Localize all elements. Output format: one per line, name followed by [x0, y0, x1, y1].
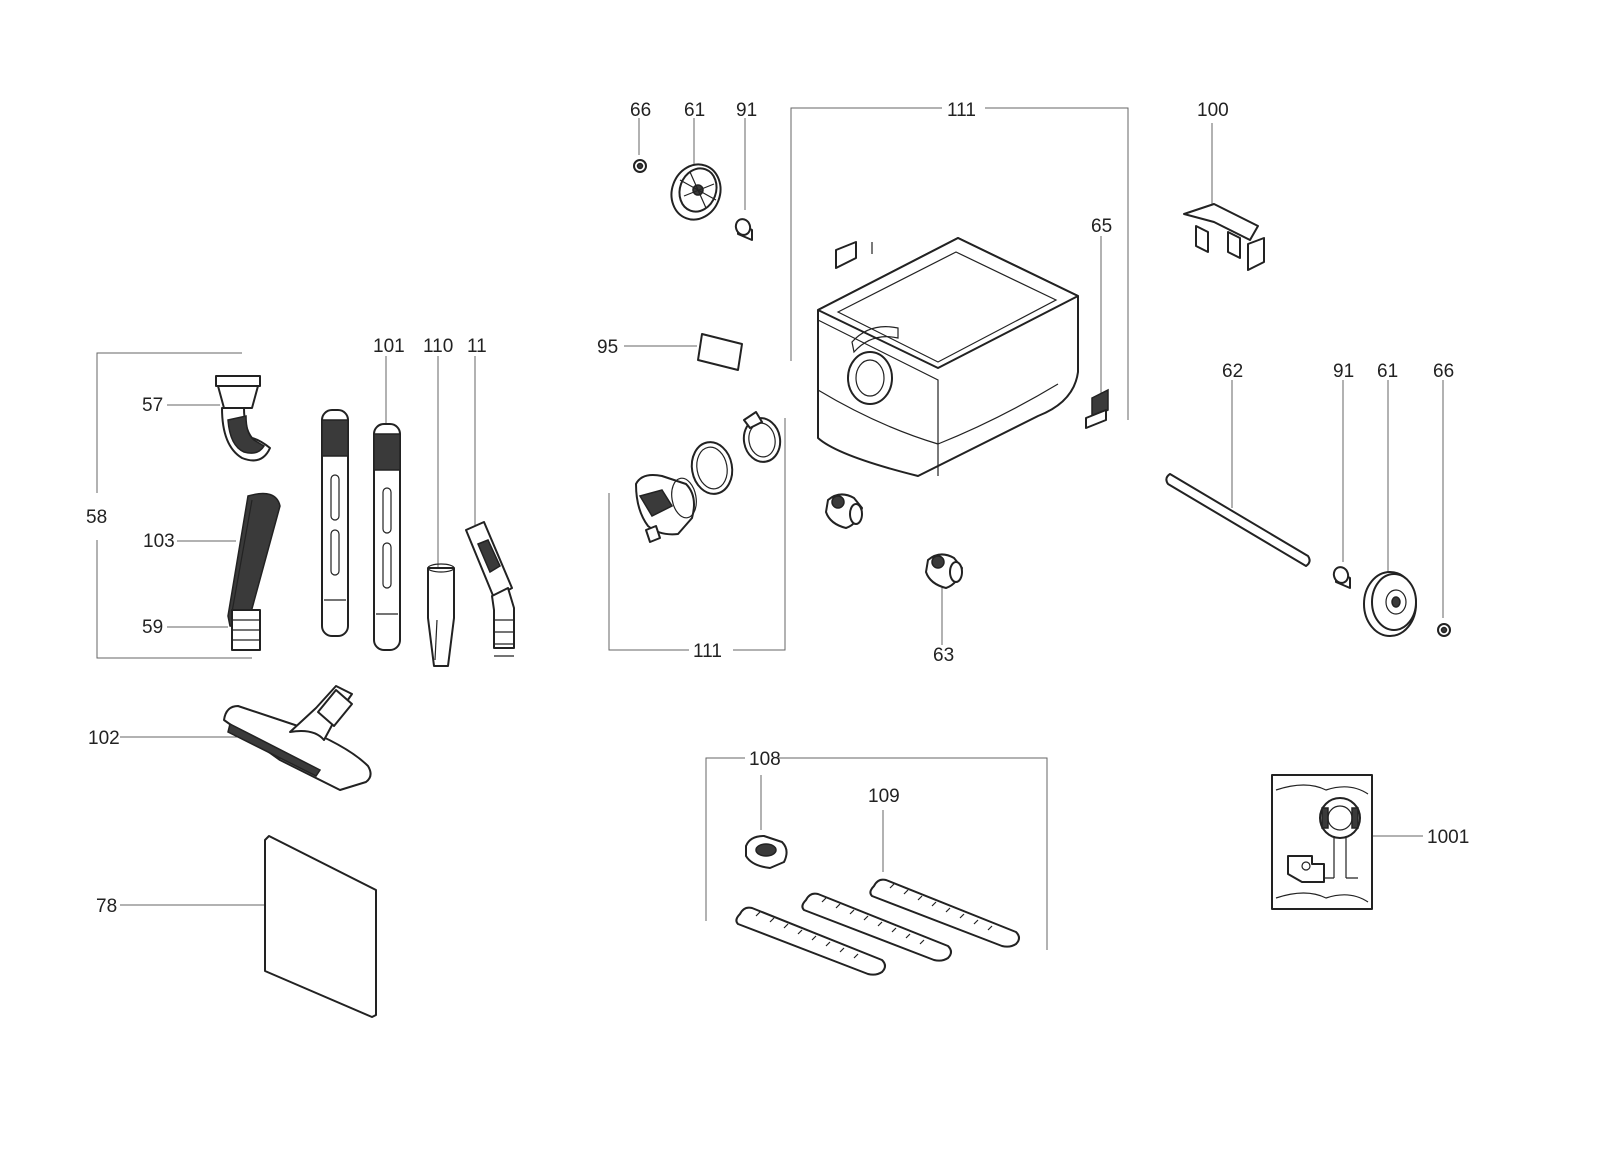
seal-ring-111: [690, 441, 734, 495]
label-101: 101: [373, 336, 405, 357]
wheel-61-right: [1363, 571, 1417, 637]
label-109: 109: [868, 786, 900, 807]
label-59: 59: [142, 617, 163, 638]
label-1001: 1001: [1427, 827, 1469, 848]
label-plate-95: [697, 333, 743, 371]
label-61-right: 61: [1377, 361, 1398, 382]
label-78: 78: [96, 896, 117, 917]
hose-clamp-111: [742, 411, 782, 463]
label-66-right: 66: [1433, 361, 1454, 382]
label-111-lower: 111: [693, 641, 722, 662]
screw-66-right: [1437, 623, 1451, 637]
crevice-nozzle-110: [427, 563, 455, 667]
label-66-top: 66: [630, 100, 651, 121]
inlet-connector-111: [635, 474, 697, 543]
container-111: [817, 237, 1079, 477]
label-100: 100: [1197, 100, 1229, 121]
screw-66-top: [633, 159, 647, 173]
label-110: 110: [423, 336, 453, 357]
label-91-right: 91: [1333, 361, 1354, 382]
handle-tube-11: [465, 521, 515, 657]
label-91-top: 91: [736, 100, 757, 121]
label-62: 62: [1222, 361, 1243, 382]
holder-100: [1183, 203, 1265, 271]
suction-hose-103: [227, 492, 281, 651]
strap-109b: [801, 892, 952, 962]
label-108: 108: [749, 749, 781, 770]
latch-65: [1085, 388, 1109, 429]
floor-nozzle-102: [223, 685, 372, 791]
extension-tube-101a: [321, 409, 349, 637]
axle-62: [1165, 473, 1311, 567]
wheel-61-top: [670, 163, 722, 221]
castor-63b: [925, 553, 963, 589]
wiring-detail-1001: [1271, 774, 1373, 910]
leader-lines: [96, 107, 1444, 950]
label-65: 65: [1091, 216, 1112, 237]
strap-109c: [735, 906, 886, 976]
label-58: 58: [86, 507, 107, 528]
strap-109a: [869, 878, 1020, 948]
castor-63a: [825, 493, 863, 529]
bushing-91-right: [1332, 566, 1351, 589]
hose-connector-57: [215, 375, 271, 462]
bushing-91-top: [734, 218, 753, 241]
extension-tube-101b: [373, 423, 401, 651]
label-61-top: 61: [684, 100, 705, 121]
label-63: 63: [933, 645, 954, 666]
buckle-108: [745, 835, 788, 869]
part-labels: 66 61 91 111 100 65 101 110 11 95 62 91 …: [86, 100, 1469, 917]
label-102: 102: [88, 728, 120, 749]
label-103: 103: [143, 531, 175, 552]
filter-bag-78: [264, 835, 377, 1018]
label-57: 57: [142, 395, 163, 416]
label-11: 11: [467, 336, 487, 357]
label-111-top: 111: [947, 100, 976, 121]
label-95: 95: [597, 337, 618, 358]
